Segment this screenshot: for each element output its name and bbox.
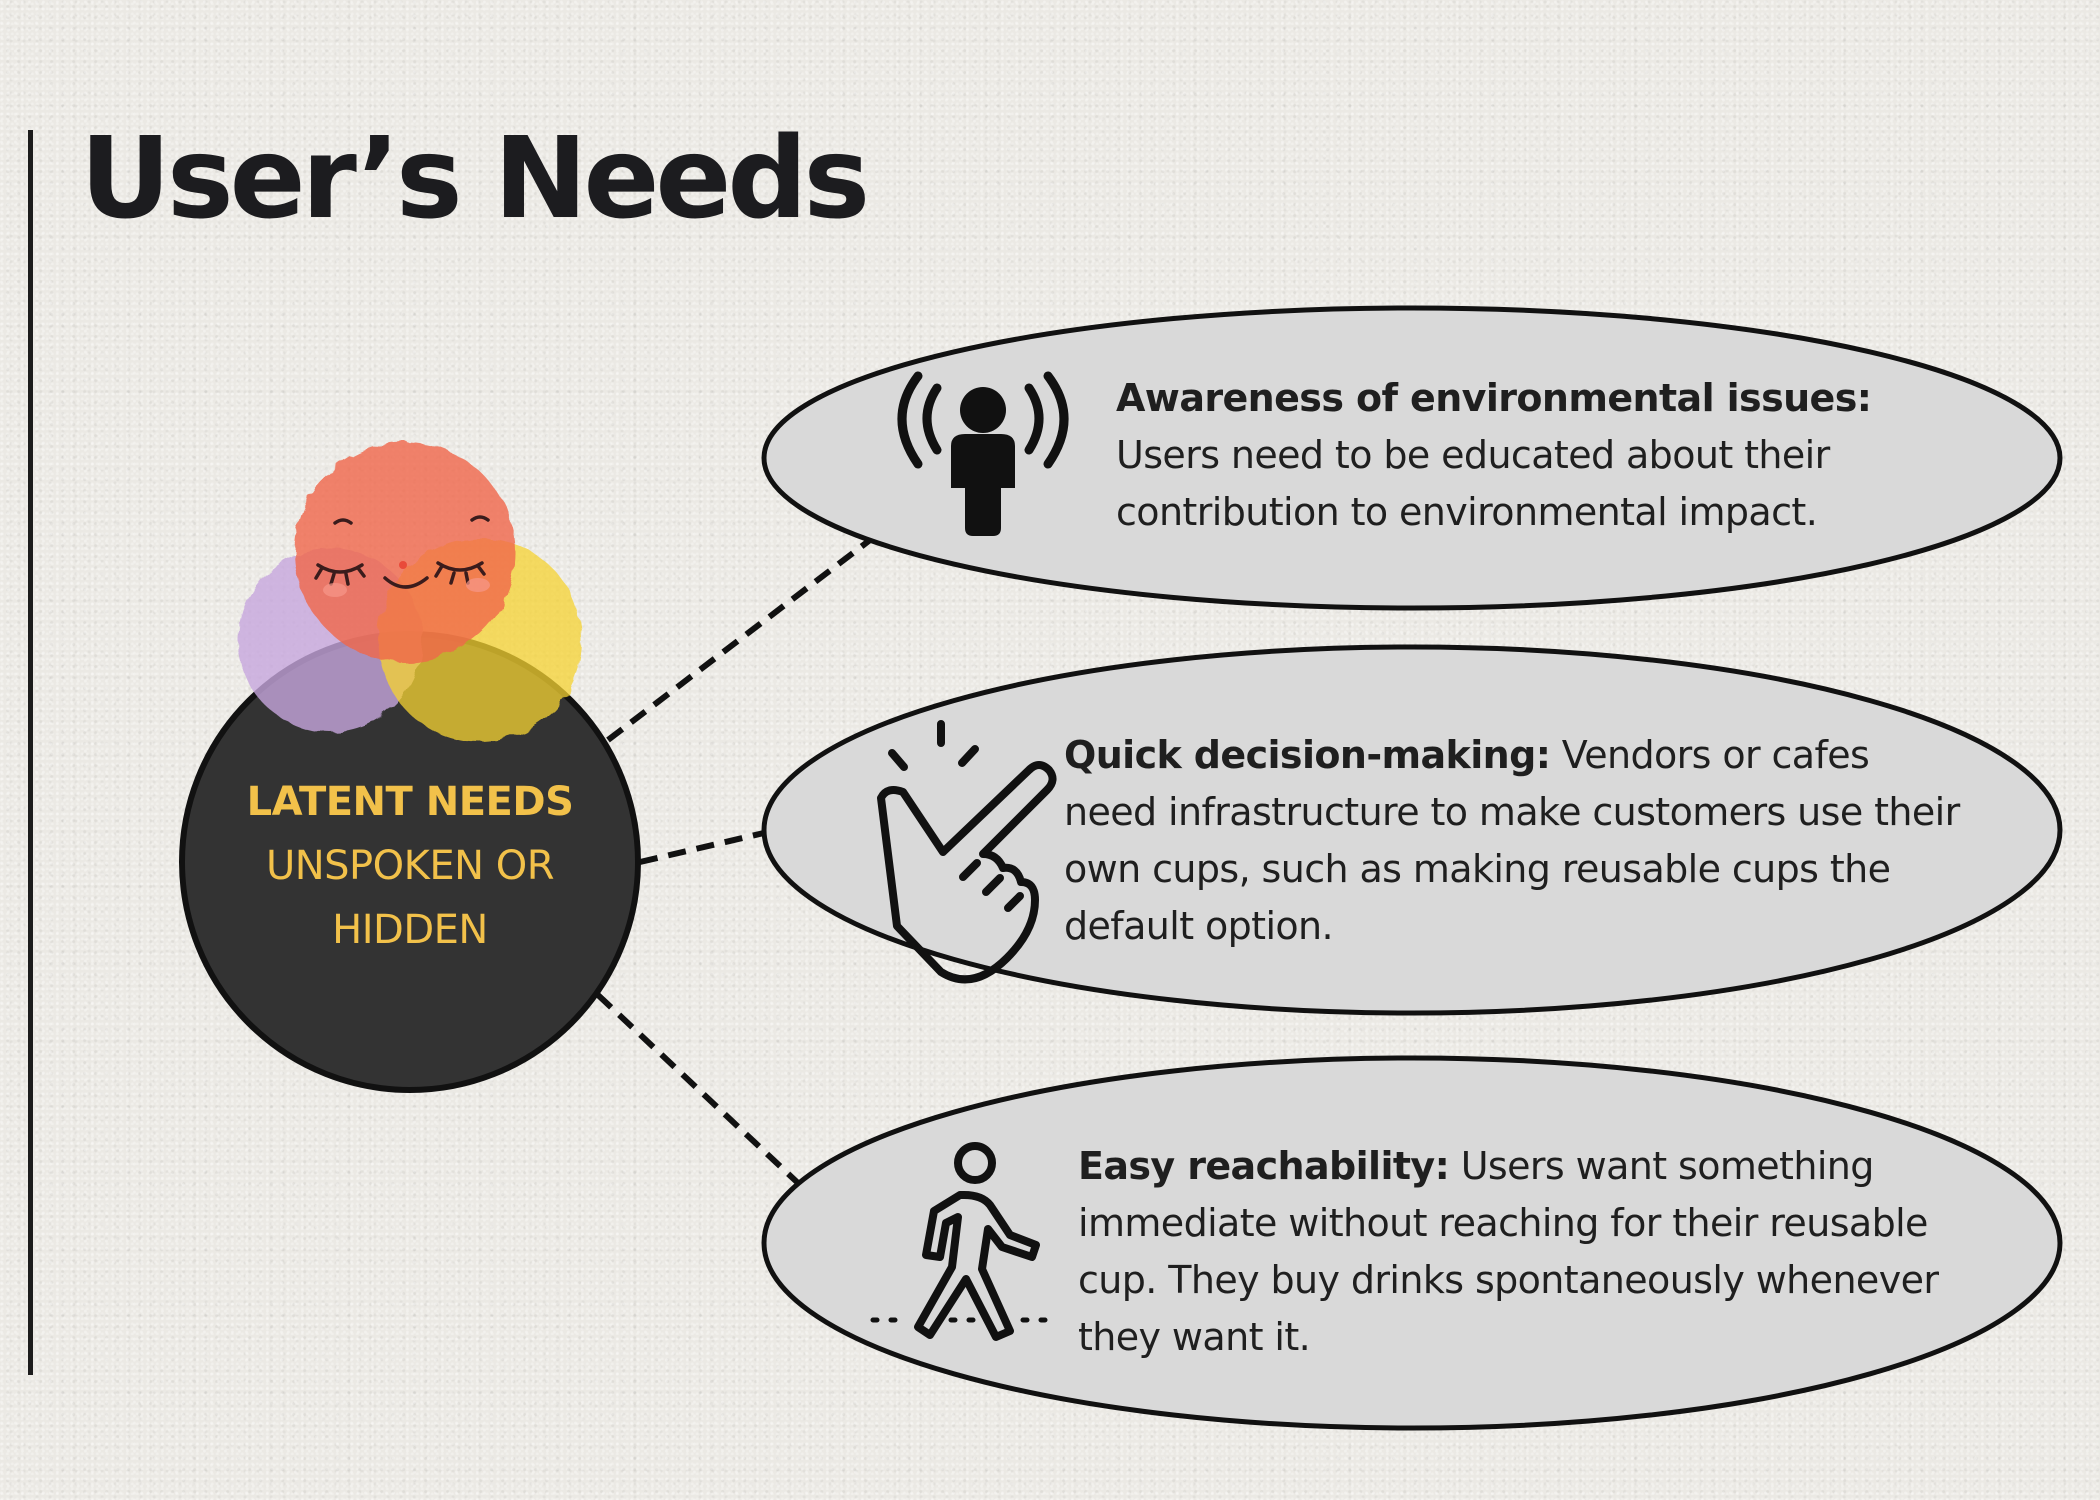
need-text-decision: Quick decision-making: Vendors or cafes … bbox=[1064, 727, 1964, 955]
need-ellipse-decision bbox=[761, 644, 2063, 1016]
need-text-awareness: Awareness of environmental issues: Users… bbox=[1116, 370, 1976, 541]
latent-needs-subtitle-line1: UNSPOKEN OR bbox=[265, 843, 555, 889]
need-body-awareness: Users need to be educated about their co… bbox=[1116, 433, 1830, 534]
connector-awareness bbox=[606, 537, 872, 743]
need-heading-reachability: Easy reachability: bbox=[1078, 1144, 1450, 1188]
connector-decision bbox=[639, 829, 769, 865]
need-ellipse-reachability bbox=[761, 1055, 2063, 1431]
broadcasting-person-icon bbox=[897, 371, 1069, 536]
need-body-reachability: Users want something immediate without r… bbox=[1078, 1144, 1939, 1359]
left-accent-line bbox=[28, 130, 33, 1375]
need-heading-decision: Quick decision-making: bbox=[1064, 733, 1551, 777]
tap-hand-icon bbox=[877, 720, 1057, 984]
watercolor-blobs bbox=[238, 442, 582, 742]
latent-needs-subtitle-line2: HIDDEN bbox=[332, 907, 488, 953]
sleepy-face-icon bbox=[314, 515, 490, 597]
need-body-decision: Vendors or cafes need infrastructure to … bbox=[1064, 733, 1960, 948]
latent-needs-title: LATENT NEEDS bbox=[246, 779, 574, 825]
need-heading-awareness: Awareness of environmental issues: bbox=[1116, 376, 1872, 420]
need-ellipse-awareness bbox=[761, 305, 2063, 611]
connector-lines bbox=[595, 537, 872, 1186]
page-title: User’s Needs bbox=[80, 114, 870, 244]
need-text-reachability: Easy reachability: Users want something … bbox=[1078, 1138, 1958, 1366]
connector-reachability bbox=[595, 992, 801, 1186]
latent-needs-label: LATENT NEEDS UNSPOKEN OR HIDDEN bbox=[180, 770, 640, 962]
walking-person-icon bbox=[870, 1142, 1048, 1341]
red-blob bbox=[295, 442, 515, 662]
